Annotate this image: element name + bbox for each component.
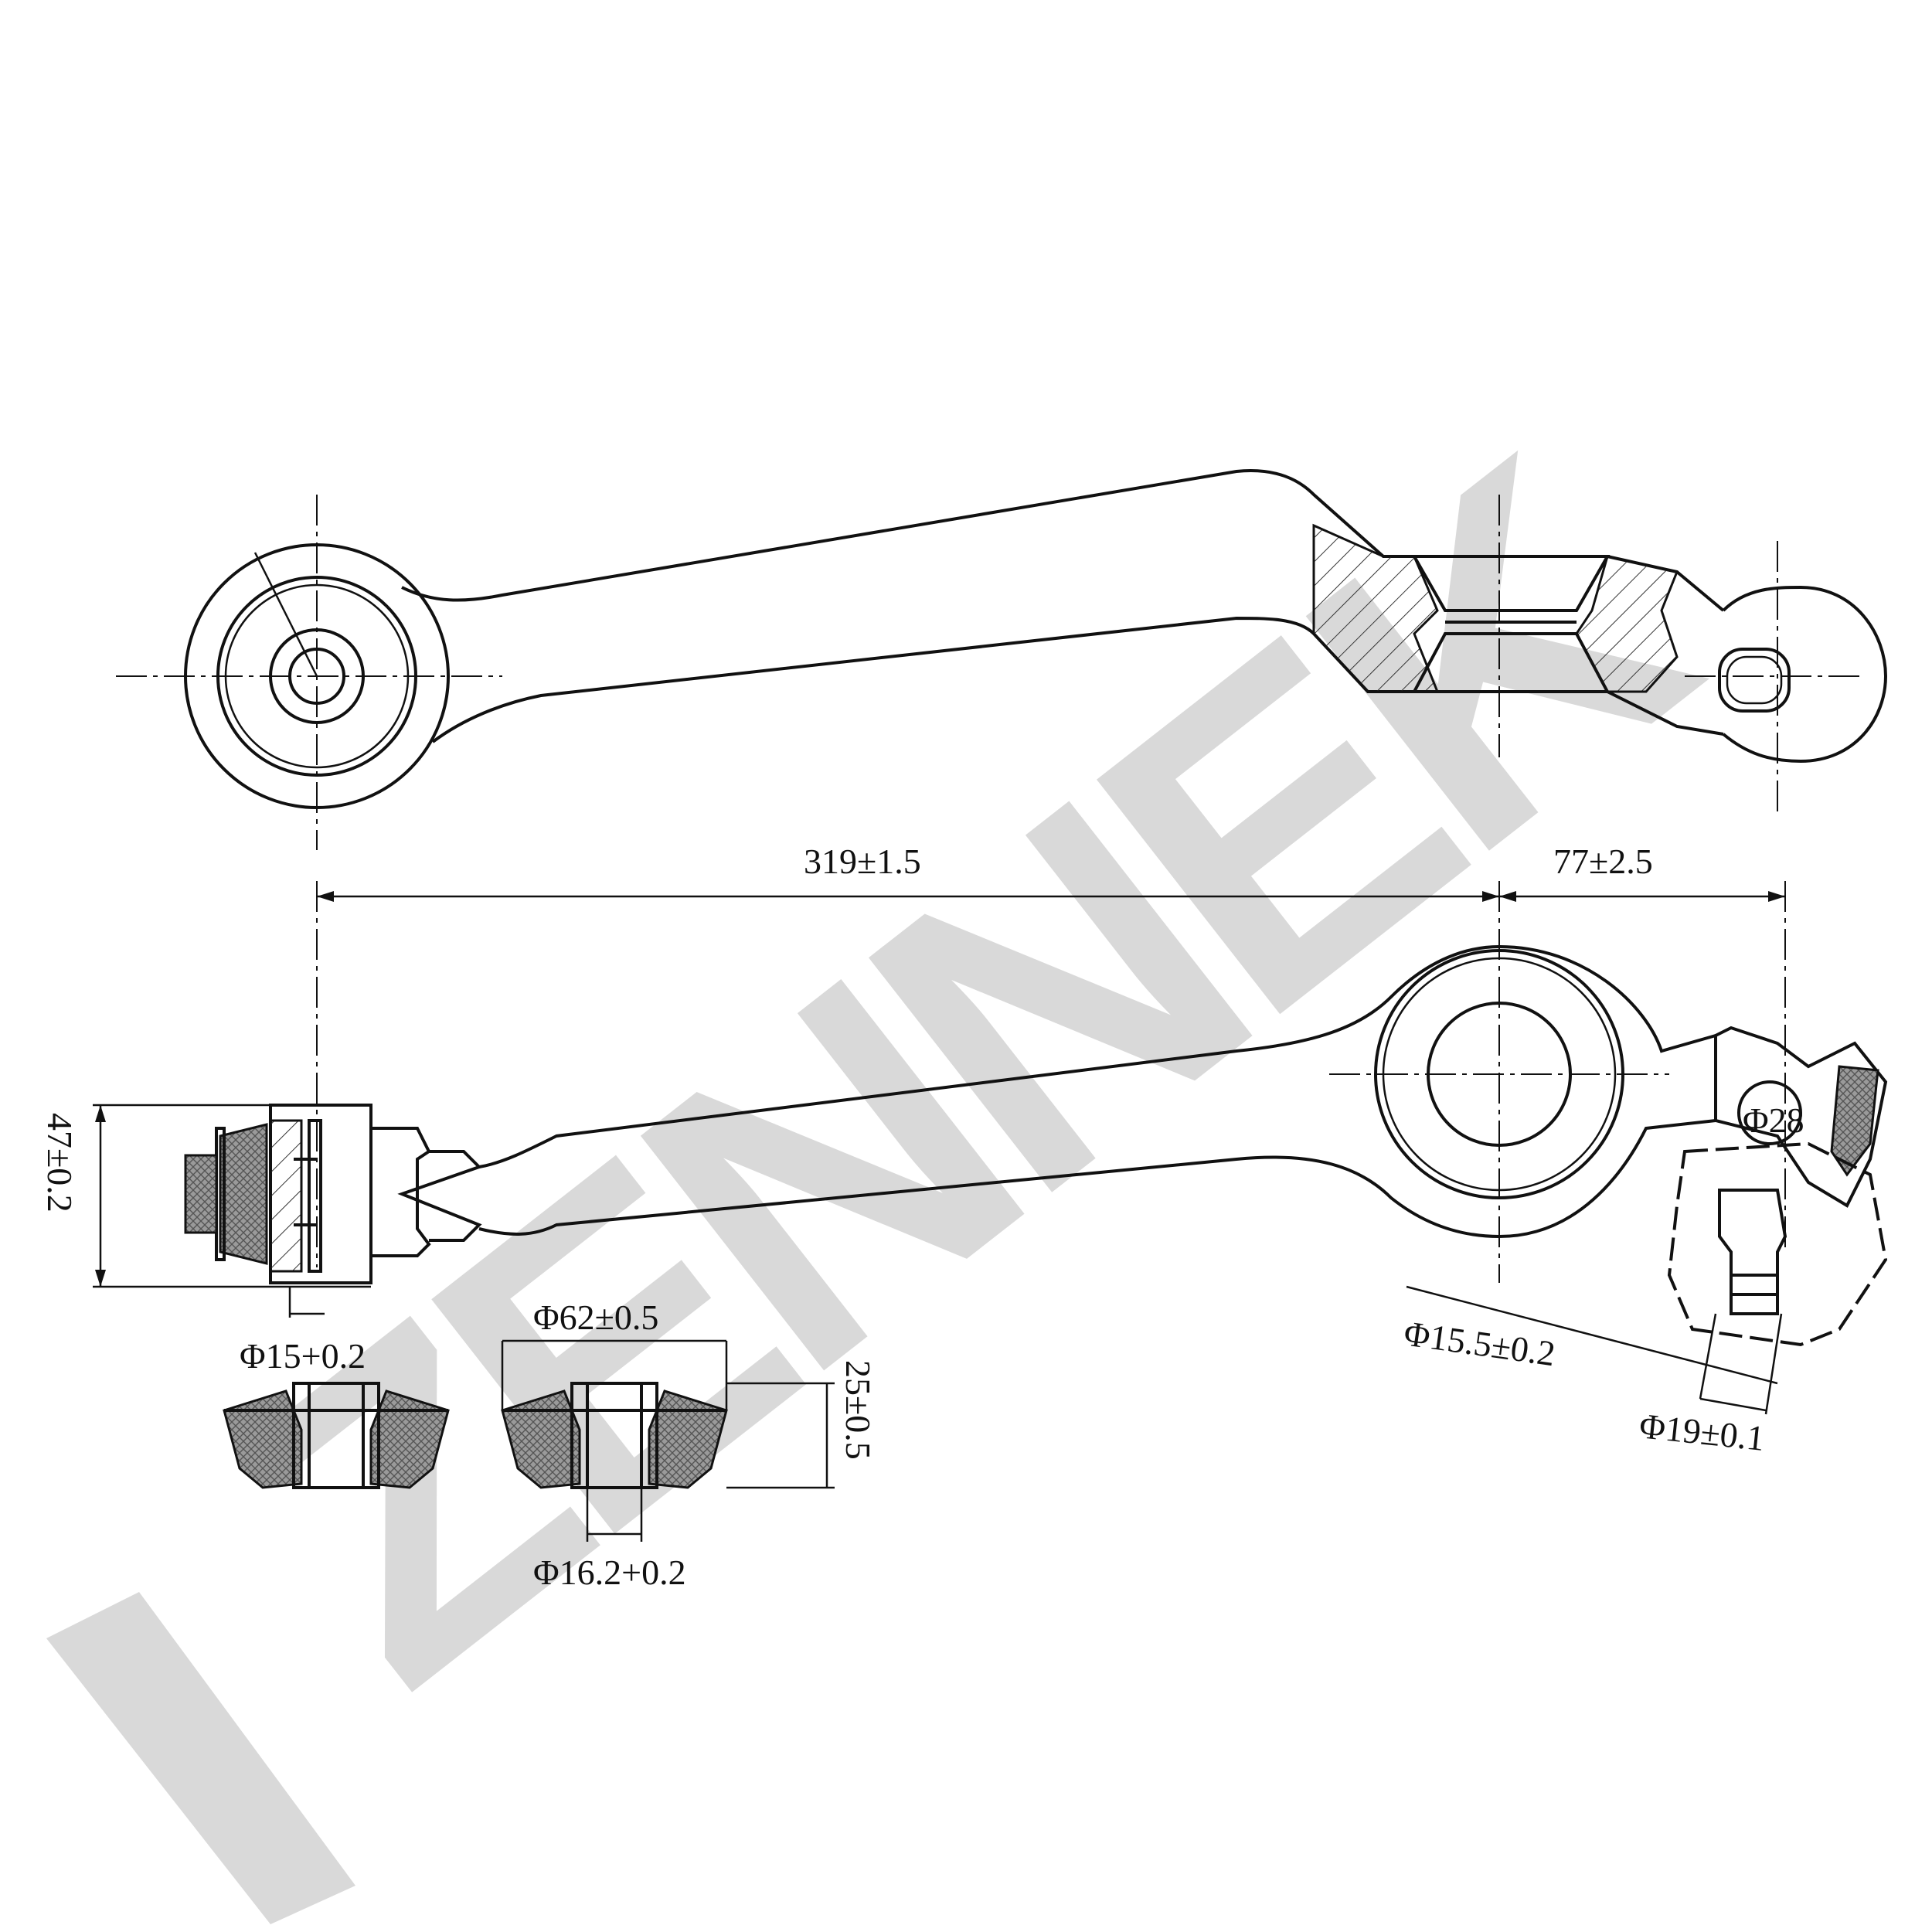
dim-height-25: 25±0.5 <box>838 1360 878 1460</box>
right-bushing-outer <box>1374 949 1624 1199</box>
dim-phi-ball: Φ28 <box>1743 1100 1804 1140</box>
ball-stud-shank <box>1718 1189 1787 1315</box>
right-eye-outline <box>1722 585 1888 764</box>
dim-phi-19: Φ19±0.1 <box>1638 1406 1767 1458</box>
dim-phi-15-5: Φ15.5±0.2 <box>1402 1313 1558 1373</box>
dim-height-bushing-end: 47±0.2 <box>40 1113 80 1213</box>
left-bushing-rubber <box>219 1123 268 1265</box>
ball-joint-boot <box>1667 1141 1888 1347</box>
dimension-lines <box>93 891 1785 1542</box>
bushing-section-1 <box>223 1382 450 1489</box>
dim-phi-15: Φ15+0.2 <box>240 1336 366 1376</box>
dim-length-end: 77±2.5 <box>1553 842 1653 881</box>
dim-phi-62: Φ62±0.5 <box>533 1298 658 1337</box>
dim-length-main: 319±1.5 <box>804 842 921 881</box>
watermark: ZENNEK <box>46 369 1768 1924</box>
section-hatch-left <box>1312 523 1440 693</box>
left-bushing-eye <box>184 543 450 809</box>
section-hatch-right <box>1575 555 1679 693</box>
watermark-text: ZENNEK <box>161 369 1768 1773</box>
side-view <box>184 881 1888 1347</box>
ball-stud <box>1737 1080 1802 1145</box>
right-bushing-inner <box>1427 1002 1572 1147</box>
ball-joint-housing <box>1714 1026 1888 1208</box>
bushing-section-2 <box>501 1382 728 1489</box>
dimension-labels: 319±1.5 77±2.5 47±0.2 Φ28 Φ15.5±0.2 Φ19±… <box>40 842 1804 1592</box>
right-eye-hole <box>1718 648 1791 713</box>
top-view <box>116 469 1888 850</box>
arm-outline-side <box>478 944 1716 1239</box>
dim-phi-16-2: Φ16.2+0.2 <box>533 1553 686 1592</box>
arm-outline-top <box>401 469 1725 743</box>
watermark-chevron <box>46 1592 355 1924</box>
